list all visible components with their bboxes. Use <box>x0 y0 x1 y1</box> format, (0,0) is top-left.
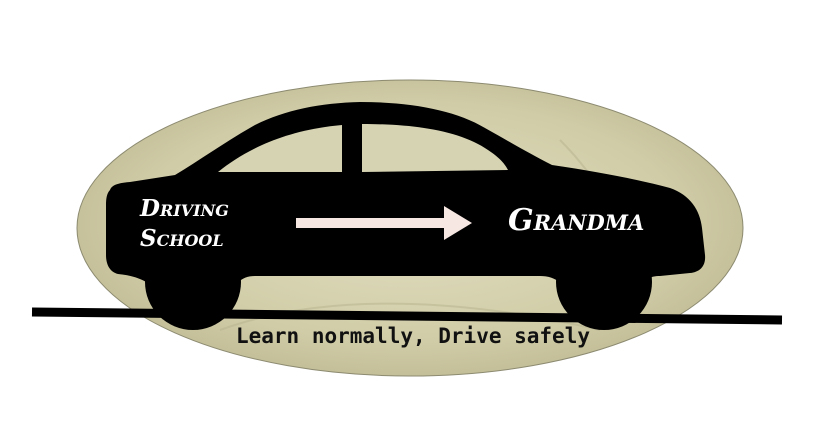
car-silhouette-icon <box>106 102 706 330</box>
driving-school-line2: School <box>140 225 224 252</box>
grandma-label: Grandma <box>508 203 645 238</box>
car-windows <box>218 124 508 172</box>
tagline: Learn normally, Drive safely <box>235 324 590 348</box>
driving-school-label: Driving School <box>140 194 229 254</box>
driving-school-line1: Driving <box>140 195 229 222</box>
road-line <box>31 307 783 325</box>
arrow-right-icon <box>296 206 472 240</box>
